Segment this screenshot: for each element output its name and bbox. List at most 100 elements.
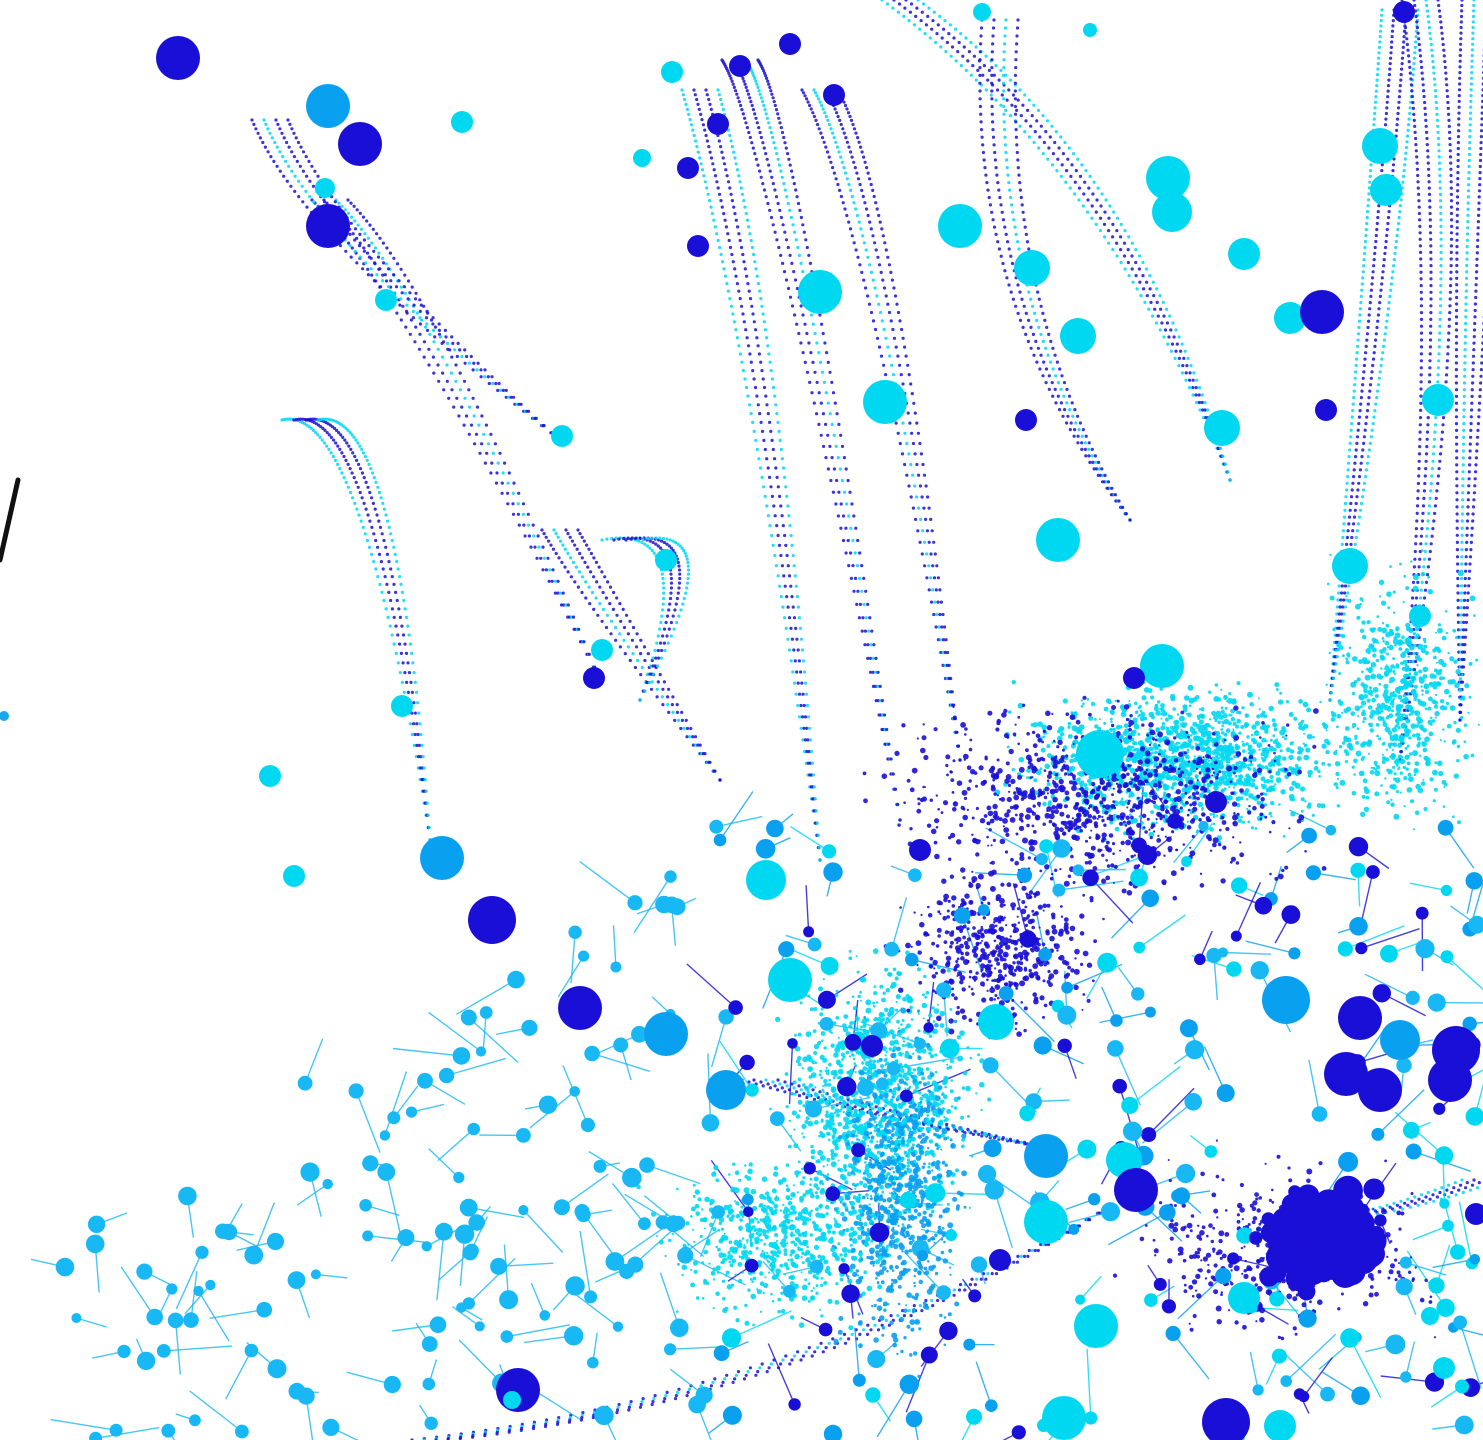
trail-dot xyxy=(321,426,325,430)
trail-dot xyxy=(427,825,431,830)
trail-dot xyxy=(420,743,424,748)
trail-dot xyxy=(355,507,359,511)
trail-dot xyxy=(395,598,399,603)
trail-dot xyxy=(408,722,412,726)
trail-dot xyxy=(385,582,389,587)
trail-dot xyxy=(390,538,394,543)
trail-dot xyxy=(416,732,420,737)
trail-dot xyxy=(370,496,374,500)
trail-dot xyxy=(372,532,376,536)
trail-dot xyxy=(354,438,358,442)
trail-dot xyxy=(357,462,361,466)
trail-dot xyxy=(332,438,336,442)
trail-dot xyxy=(335,428,339,432)
trail-dot xyxy=(320,438,324,442)
trail-dot xyxy=(401,633,406,637)
trail-dot xyxy=(410,690,414,695)
trail-dot xyxy=(309,426,313,430)
trail-dot xyxy=(362,501,366,505)
trail-dot xyxy=(406,624,410,628)
trail-dot xyxy=(399,582,403,587)
trail-dot xyxy=(412,671,416,675)
trail-dot xyxy=(381,567,385,571)
trail-dot xyxy=(401,661,405,665)
trail-dot xyxy=(410,651,414,656)
trail-dot xyxy=(380,590,384,595)
trail-dot xyxy=(396,567,400,571)
trail-dot xyxy=(360,496,364,500)
trail-dot xyxy=(398,615,402,620)
trail-dot xyxy=(375,513,379,517)
trail-dot xyxy=(348,490,353,495)
trail-dot xyxy=(338,467,342,471)
trail-dot xyxy=(344,480,348,484)
trail-dot xyxy=(400,624,404,628)
trail-dot xyxy=(325,431,329,435)
trail-dot xyxy=(382,538,386,543)
trail-dot xyxy=(311,428,316,432)
trail-dot xyxy=(405,680,409,685)
trail-dot xyxy=(392,642,396,646)
trail-dot xyxy=(385,552,389,557)
trail-dot xyxy=(372,476,376,480)
trail-dot xyxy=(410,732,414,737)
trail-dot xyxy=(340,451,344,455)
trail-dot xyxy=(387,590,391,595)
trail-dot xyxy=(413,680,417,685)
trail-dot xyxy=(344,458,348,462)
trail-dot xyxy=(333,458,337,462)
trail-dot xyxy=(327,433,331,437)
trail-dot xyxy=(360,447,364,451)
trail-dot xyxy=(411,722,416,726)
trail-dot xyxy=(360,471,364,475)
trail-dot xyxy=(311,417,315,421)
trail-dot xyxy=(409,680,413,685)
trail-dot xyxy=(413,711,417,715)
trail-dot xyxy=(386,615,390,620)
trail-dot xyxy=(346,428,350,432)
trail-dot xyxy=(316,418,320,422)
trail-dot xyxy=(404,651,409,656)
trail-dot xyxy=(414,755,418,759)
trail-dot xyxy=(398,575,402,579)
trail-dot xyxy=(411,661,415,665)
trail-dot xyxy=(416,701,420,705)
trail-dot xyxy=(340,471,344,475)
trail-dot xyxy=(419,755,423,759)
trail-dot xyxy=(417,755,421,759)
trail-dot xyxy=(323,428,327,432)
trail-dot xyxy=(407,671,412,675)
trail-dot xyxy=(329,451,333,455)
trail-dot xyxy=(426,813,430,817)
trail-dot xyxy=(389,532,393,536)
trail-dot xyxy=(382,507,386,511)
trail-dot xyxy=(384,607,388,611)
trail-dot xyxy=(390,633,394,637)
trail-dot xyxy=(394,590,398,595)
trail-dot xyxy=(417,711,421,715)
trail-dot xyxy=(377,552,382,557)
trail-dot xyxy=(415,722,419,726)
trail-dot xyxy=(339,433,343,437)
trail-dot xyxy=(398,671,402,675)
trail-dot xyxy=(422,766,426,770)
trail-dot xyxy=(421,755,425,759)
trail-dot xyxy=(358,444,362,448)
trail-dot xyxy=(292,418,296,422)
trail-dot xyxy=(363,532,367,536)
trail-dot xyxy=(394,624,398,628)
trail-dot xyxy=(418,722,422,726)
trail-dot xyxy=(363,454,367,459)
trail-dot xyxy=(352,435,356,439)
trail-dot xyxy=(301,417,305,421)
trail-dot xyxy=(280,418,284,422)
trail-dot xyxy=(412,701,416,705)
trail-dot xyxy=(425,801,429,805)
trail-dot xyxy=(384,545,388,549)
trail-dot xyxy=(387,525,391,530)
trail-dot xyxy=(331,454,335,459)
trail-dot xyxy=(376,575,380,579)
trail-dot xyxy=(371,471,375,475)
trail-dot xyxy=(364,507,368,511)
